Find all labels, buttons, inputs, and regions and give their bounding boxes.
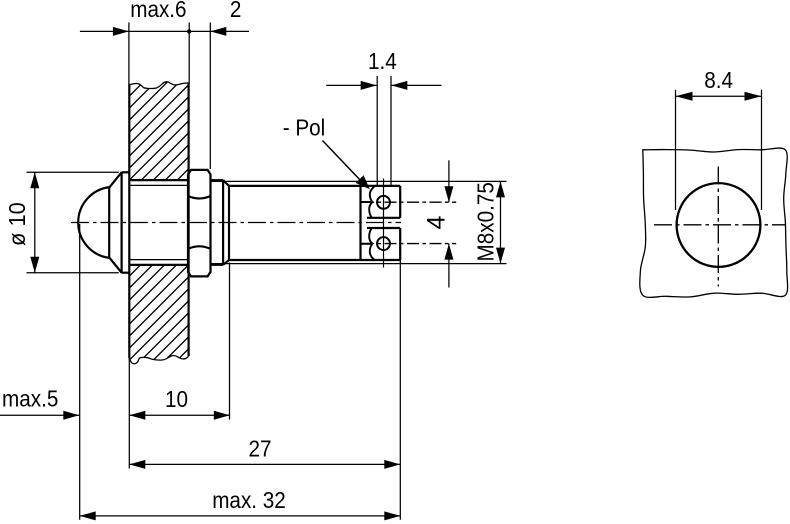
svg-text:max. 32: max. 32	[212, 487, 286, 513]
svg-text:8.4: 8.4	[704, 67, 733, 93]
svg-text:ø 10: ø 10	[4, 202, 30, 246]
svg-text:M8x0.75: M8x0.75	[472, 182, 498, 261]
svg-text:- Pol: - Pol	[283, 114, 326, 140]
svg-text:10: 10	[165, 386, 188, 412]
svg-text:max.6: max.6	[130, 0, 186, 22]
svg-text:4: 4	[422, 216, 450, 230]
svg-text:max.5: max.5	[2, 385, 58, 411]
svg-text:1.4: 1.4	[368, 48, 397, 74]
svg-text:27: 27	[248, 435, 271, 461]
svg-text:2: 2	[230, 0, 242, 22]
